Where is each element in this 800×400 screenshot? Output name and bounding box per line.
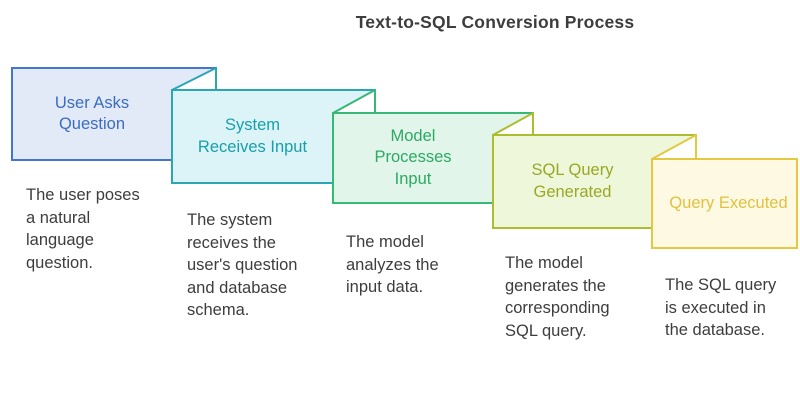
step-1-title-line: Question (58, 115, 126, 133)
step-2-description-line: receives the (187, 233, 276, 252)
step-2-description-line: user's question (187, 256, 298, 274)
step-4-description-line: The model (505, 254, 583, 272)
step-4-title-line: Generated (533, 182, 612, 201)
step-4-description-line: corresponding (505, 299, 610, 317)
step-2-title: System Receives Input (172, 90, 333, 183)
step-3-description-line: The model (346, 233, 424, 251)
step-1-description-line: language (26, 231, 94, 249)
step-5-description-line: the database. (665, 321, 765, 339)
step-3-title-line: Input (394, 169, 432, 188)
step-4-description-line: SQL query. (505, 321, 587, 340)
step-5-box (651, 158, 798, 249)
step-4-title-line: SQL Query (531, 161, 614, 179)
step-1-description-line: The user poses (26, 186, 140, 204)
step-1-description-line: question. (26, 253, 93, 272)
step-4-title: SQL Query Generated (493, 135, 652, 228)
step-4-description-line: generates the (505, 276, 606, 295)
step-1-title: User Asks Question (12, 68, 172, 160)
step-3-description: The model analyzes the input data. (346, 231, 496, 299)
step-3-description-line: analyzes the (346, 255, 439, 274)
step-1-title-line: User Asks (54, 93, 130, 112)
step-5-description-line: The SQL query (665, 276, 777, 294)
step-1-description: The user poses a natural language questi… (26, 184, 176, 274)
diagram-title: Text-to-SQL Conversion Process (355, 12, 635, 32)
step-4-description: The model generates the corresponding SQ… (505, 252, 665, 342)
step-2-description-line: schema. (187, 301, 250, 319)
step-2-description-line: and database (187, 278, 288, 297)
step-5-description: The SQL query is executed in the databas… (665, 274, 800, 342)
step-2-description: The system receives the user's question … (187, 209, 337, 322)
step-5-title-line: Query Executed (669, 193, 788, 212)
step-3-title-line: Processes (374, 148, 452, 167)
step-2-description-line: The system (187, 211, 273, 229)
step-1-description-line: a natural (26, 208, 91, 227)
step-3-description-line: input data. (346, 278, 424, 296)
step-3-title-line: Model (390, 126, 436, 145)
step-5-description-line: is executed in (665, 298, 766, 317)
step-3-title: Model Processes Input (333, 113, 493, 203)
step-5-title: Query Executed (660, 159, 797, 248)
step-2-title-line: Receives Input (197, 137, 308, 156)
step-2-title-line: System (224, 116, 280, 134)
